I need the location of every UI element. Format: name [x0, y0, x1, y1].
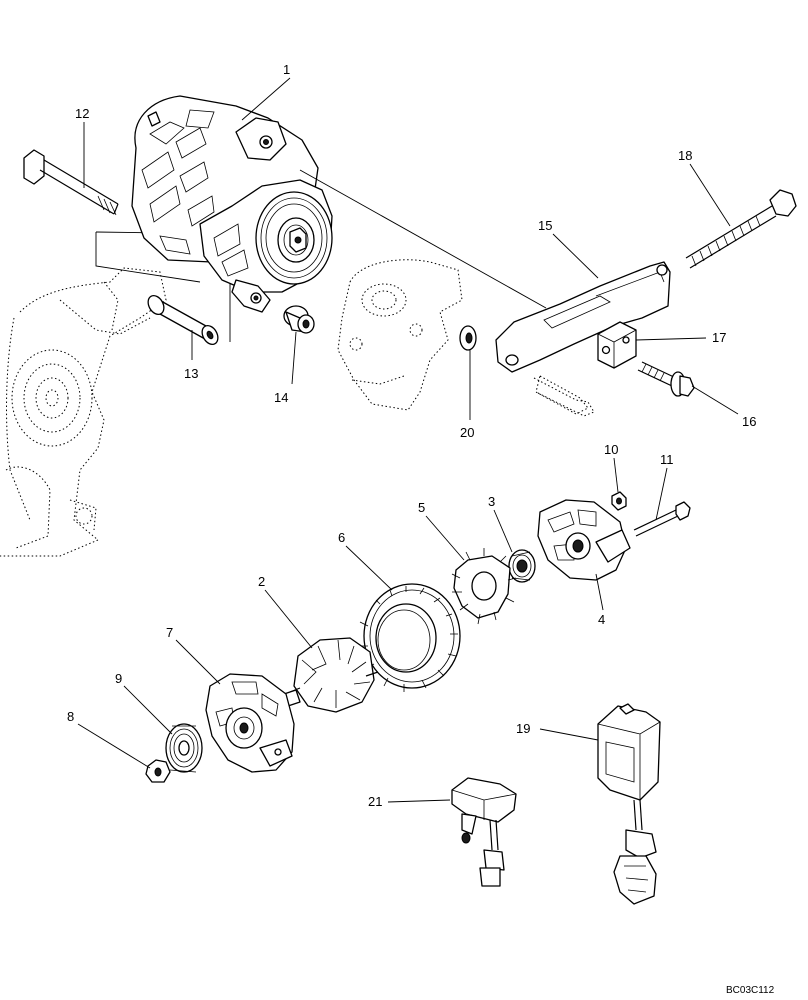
- part-12-alternator-long-bolt: [23, 149, 119, 216]
- part-5-rectifier: [451, 548, 517, 625]
- callout-7: 7: [166, 625, 173, 640]
- part-6-stator: [359, 583, 461, 692]
- callout-16: 16: [742, 414, 756, 429]
- callout-19: 19: [516, 721, 530, 736]
- callout-6: 6: [338, 530, 345, 545]
- callout-13: 13: [184, 366, 198, 381]
- drawing-reference-code: BC03C112: [726, 985, 775, 996]
- part-16-flange-bolt: [637, 361, 695, 397]
- callout-labels: 1 12 18 15 17 13 14 16 20 10 11 3 5 6 2 …: [67, 62, 775, 996]
- part-10-small-nut: [611, 491, 627, 511]
- leader-lines: [77, 77, 739, 803]
- part-4-rear-housing: [537, 499, 631, 581]
- callout-1: 1: [283, 62, 290, 77]
- part-8-pulley-nut: [145, 759, 171, 783]
- callout-4: 4: [598, 612, 605, 627]
- part-21-ic-regulator: [451, 777, 517, 887]
- part-17-block-nut: [597, 321, 637, 369]
- callout-5: 5: [418, 500, 425, 515]
- callout-9: 9: [115, 671, 122, 686]
- callout-12: 12: [75, 106, 89, 121]
- engine-block-outline: [0, 259, 589, 557]
- part-15-adjusting-bracket: [495, 261, 671, 417]
- part-3-bearing: [508, 549, 536, 583]
- part-9-pulley: [165, 723, 203, 773]
- part-11-through-bolt: [633, 501, 691, 537]
- part-1-alternator-assembly: [131, 95, 547, 313]
- callout-17: 17: [712, 330, 726, 345]
- part-18-long-threaded-bolt: [685, 189, 797, 269]
- callout-20: 20: [460, 425, 474, 440]
- callout-11: 11: [660, 452, 674, 467]
- part-14-bushing: [283, 305, 315, 334]
- callout-21: 21: [368, 794, 382, 809]
- callout-2: 2: [258, 574, 265, 589]
- part-20-washer: [459, 325, 477, 351]
- callout-18: 18: [678, 148, 692, 163]
- callout-15: 15: [538, 218, 552, 233]
- part-19-voltage-regulator: [597, 703, 661, 905]
- part-13-spacer-collar: [95, 231, 231, 345]
- part-7-front-housing: [205, 673, 295, 773]
- part-2-rotor: [283, 637, 379, 713]
- callout-3: 3: [488, 494, 495, 509]
- callout-14: 14: [274, 390, 288, 405]
- callout-10: 10: [604, 442, 618, 457]
- callout-8: 8: [67, 709, 74, 724]
